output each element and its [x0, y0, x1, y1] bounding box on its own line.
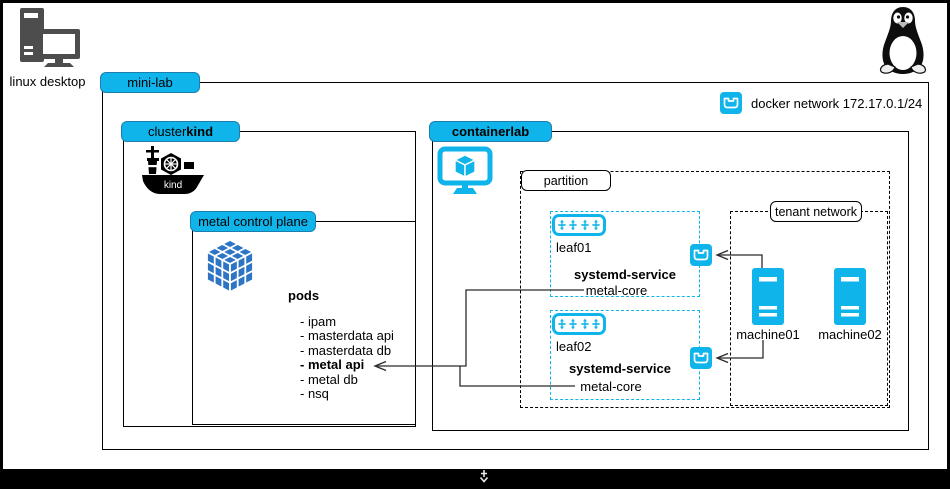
- leaf01-service-name: metal-core: [585, 283, 648, 298]
- leaf01-service-title: systemd-service: [574, 267, 676, 282]
- containerlab-label: containerlab: [429, 121, 552, 142]
- containerlab-box: [432, 131, 909, 431]
- kind-logo-text: kind: [164, 180, 182, 191]
- partition-label: partition: [521, 170, 611, 191]
- kubernetes-cube-icon: [206, 239, 254, 293]
- containerlab-monitor-icon: [437, 146, 493, 194]
- cluster-label-prefix: cluster: [147, 124, 187, 139]
- metal-control-plane-label: metal control plane: [190, 211, 316, 232]
- cluster-label-kind: kind: [186, 124, 214, 139]
- linux-desktop-label: linux desktop: [9, 74, 86, 89]
- leaf02-service-title: systemd-service: [569, 361, 671, 376]
- pod-item-metal-api: - metal api: [300, 357, 365, 373]
- kind-logo-icon: kind: [142, 146, 204, 194]
- containerlab-label-text: containerlab: [451, 124, 530, 139]
- leaf02-network-interface-icon: [690, 347, 712, 369]
- bottom-bar-arrow-icon: [479, 470, 489, 483]
- tenant-network-label: tenant network: [770, 201, 862, 222]
- pod-item-masterdata-db: - masterdata db: [300, 342, 392, 358]
- docker-network-icon: [720, 92, 742, 114]
- machine01-label: machine01: [736, 327, 800, 342]
- docker-network-label: docker network 172.17.0.1/24: [751, 96, 923, 111]
- partition-label-text: partition: [543, 173, 589, 188]
- mini-lab-label: mini-lab: [100, 72, 200, 93]
- pod-item-ipam: - ipam: [300, 314, 337, 329]
- linux-desktop-icon: [20, 8, 80, 67]
- machine02-server-icon: [834, 268, 866, 325]
- tenant-network-label-text: tenant network: [775, 204, 857, 219]
- pod-item-metal-db: - metal db: [300, 371, 358, 387]
- mini-lab-box: [102, 82, 929, 450]
- leaf01-network-interface-icon: [690, 244, 712, 266]
- leaf02-service-name: metal-core: [580, 379, 642, 394]
- pod-item-nsq: - nsq: [300, 386, 329, 402]
- pod-item-masterdata-api: - masterdata api: [300, 328, 394, 344]
- mini-lab-label-text: mini-lab: [127, 75, 173, 90]
- leaf02-switch-icon: [552, 313, 606, 335]
- leaf02-name: leaf02: [556, 339, 592, 354]
- leaf01-name: leaf01: [556, 240, 592, 255]
- machine01-server-icon: [752, 268, 784, 325]
- machine02-label: machine02: [818, 327, 882, 342]
- pods-title: pods: [288, 288, 320, 303]
- tux-icon: [879, 7, 927, 74]
- pods-list: pods - ipam - masterdata api - masterdat…: [288, 288, 394, 401]
- leaf01-switch-icon: [552, 214, 606, 236]
- cluster-kind-label: cluster kind: [121, 121, 240, 142]
- metal-control-plane-label-text: metal control plane: [198, 214, 308, 229]
